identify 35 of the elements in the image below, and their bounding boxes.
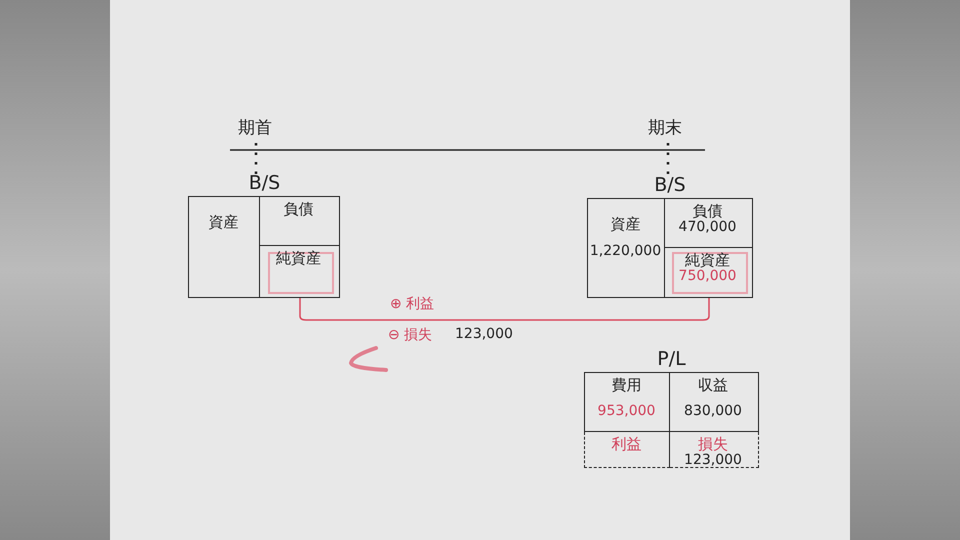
- note-text: ⊖ 損失: [388, 326, 432, 344]
- account-name: 負債: [692, 202, 724, 220]
- amount: 750,000: [678, 268, 738, 284]
- account-cell: [670, 372, 759, 432]
- timeline-label: 期末: [648, 117, 682, 139]
- account-cell: [584, 432, 670, 468]
- connector-line: [299, 298, 710, 321]
- account-cell: [587, 198, 665, 298]
- table-heading: B/S: [653, 174, 687, 196]
- account-name: 資産: [208, 213, 240, 232]
- account-name: 利益: [610, 435, 642, 454]
- account-cell: [260, 196, 340, 246]
- account-name: 費用: [610, 376, 642, 395]
- table-heading: B/S: [248, 172, 282, 194]
- account-cell: [670, 432, 759, 468]
- account-name: 純資産: [684, 251, 731, 270]
- account-cell: [260, 246, 340, 298]
- account-cell: [665, 248, 753, 298]
- account-name: 資産: [610, 215, 642, 234]
- account-name: 負債: [282, 200, 314, 219]
- table-heading: P/L: [656, 348, 687, 370]
- amount: 1,220,000: [588, 243, 662, 259]
- amount: 830,000: [683, 403, 743, 419]
- amount: 953,000: [596, 403, 656, 419]
- timeline-label: 期首: [238, 117, 272, 139]
- account-name: 収益: [697, 376, 729, 395]
- account-cell: [584, 372, 670, 432]
- account-name: 純資産: [275, 249, 322, 268]
- amount: 123,000: [683, 452, 743, 468]
- edge-label: ⊕ 利益: [388, 295, 436, 313]
- account-cell: [665, 198, 753, 248]
- account-cell: [188, 196, 260, 298]
- amount: 470,000: [678, 219, 738, 235]
- account-name: 損失: [697, 435, 729, 454]
- amount: 123,000: [455, 326, 513, 342]
